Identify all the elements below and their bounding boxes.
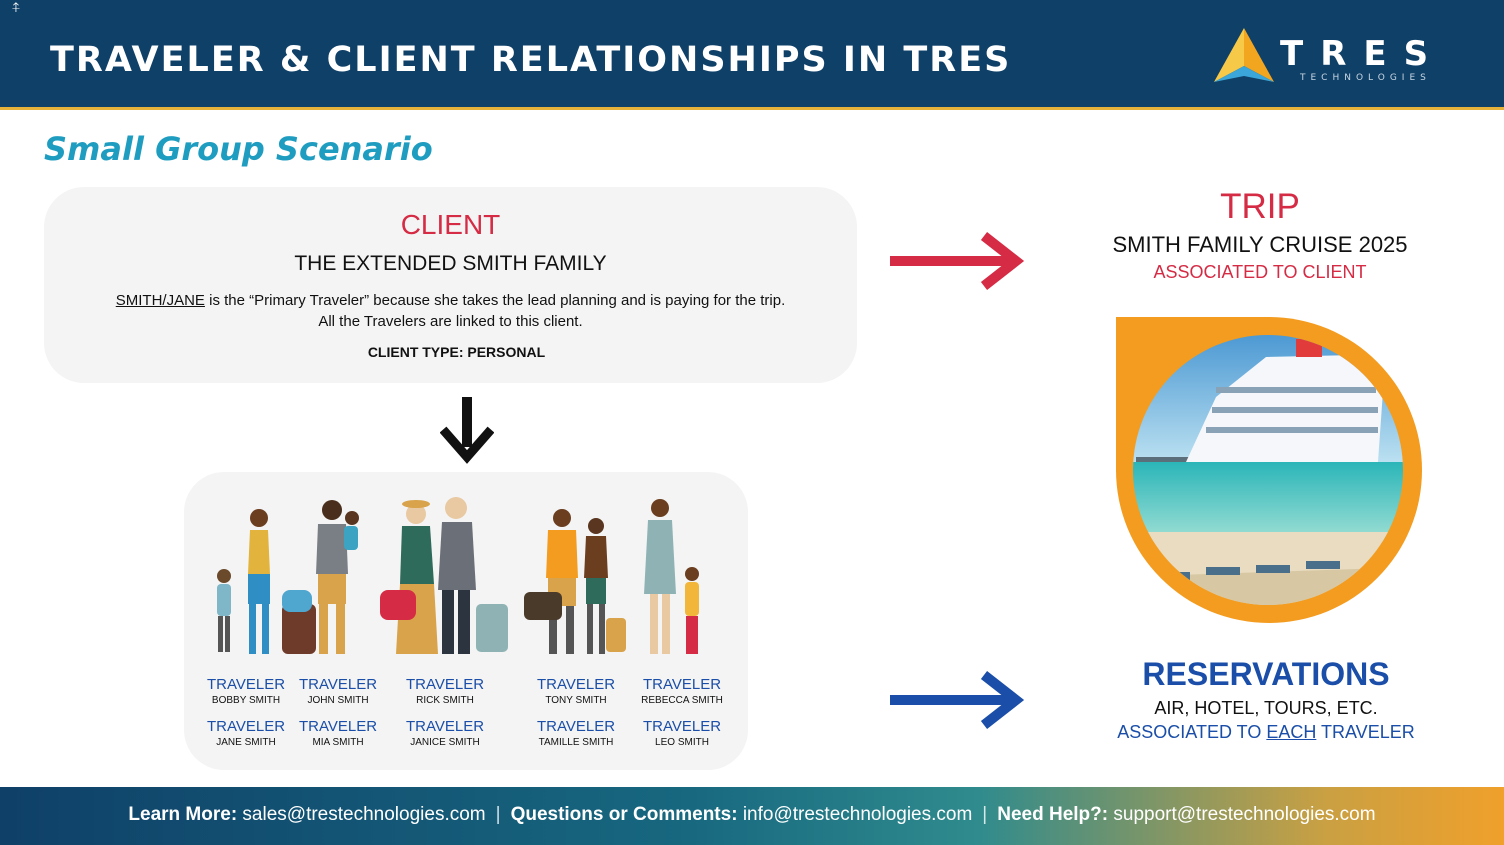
client-card: CLIENT THE EXTENDED SMITH FAMILY SMITH/J… [44, 187, 857, 383]
traveler-card: TRAVELER REBECCA SMITH [627, 676, 737, 706]
traveler-card: TRAVELER MIA SMITH [283, 718, 393, 748]
traveler-name: JOHN SMITH [307, 695, 369, 706]
help-label: Need Help?: [997, 804, 1109, 825]
traveler-name: JANE SMITH [216, 737, 276, 748]
traveler-card: TRAVELER RICK SMITH [390, 676, 500, 706]
client-desc-line2: All the Travelers are linked to this cli… [318, 313, 583, 330]
family-illustration [217, 497, 699, 654]
traveler-name: RICK SMITH [416, 695, 474, 706]
traveler-name: LEO SMITH [655, 737, 709, 748]
footer-separator: | [495, 804, 501, 825]
travelers-card: TRAVELER BOBBY SMITH TRAVELER JOHN SMITH T… [184, 472, 748, 770]
client-desc-line1: is the “Primary Traveler” because she ta… [204, 292, 786, 309]
traveler-label: TRAVELER [536, 676, 616, 693]
traveler-card: TRAVELER JANICE SMITH [390, 718, 500, 748]
client-name: THE EXTENDED SMITH FAMILY [294, 252, 607, 275]
traveler-name: TAMILLE SMITH [538, 737, 614, 748]
traveler-card: TRAVELER JOHN SMITH [283, 676, 393, 706]
traveler-card: TRAVELER JANE SMITH [191, 718, 301, 748]
client-type: CLIENT TYPE: PERSONAL [367, 344, 546, 360]
client-heading: CLIENT [400, 209, 501, 240]
footer-contacts: Learn More: sales@trestechnologies.com | Q… [0, 804, 1504, 826]
traveler-label: TRAVELER [405, 718, 485, 735]
footer-separator: | [982, 804, 988, 825]
client-description: SMITH/JANE is the “Primary Traveler” bec… [44, 290, 857, 332]
logo-subtext: TECHNOLOGIES [1300, 73, 1431, 83]
traveler-name: TONY SMITH [545, 695, 607, 706]
reservations-description: AIR, HOTEL, TOURS, ETC. [1154, 698, 1378, 718]
traveler-name: MIA SMITH [312, 737, 364, 748]
header-bar: ⍏ TRAVELER & CLIENT RELATIONSHIPS IN TRE… [0, 0, 1504, 110]
traveler-label: TRAVELER [206, 718, 286, 735]
corner-mark-icon: ⍏ [12, 0, 21, 15]
traveler-label: TRAVELER [642, 718, 722, 735]
page-title: TRAVELER & CLIENT RELATIONSHIPS IN TRES [50, 40, 1012, 80]
support-email-link[interactable]: support@trestechnologies.com [1108, 804, 1376, 825]
primary-traveler-name: SMITH/JANE [115, 292, 205, 309]
traveler-card: TRAVELER BOBBY SMITH [191, 676, 301, 706]
questions-label: Questions or Comments: [510, 804, 738, 825]
traveler-card: TRAVELER TONY SMITH [521, 676, 631, 706]
learn-more-label: Learn More: [128, 804, 238, 825]
trip-name: SMITH FAMILY CRUISE 2025 [1112, 232, 1408, 257]
traveler-name: JANICE SMITH [410, 737, 480, 748]
traveler-label: TRAVELER [536, 718, 616, 735]
tres-logo: TRES TECHNOLOGIES [1212, 26, 1442, 86]
traveler-name: BOBBY SMITH [211, 695, 281, 706]
traveler-card: TRAVELER LEO SMITH [627, 718, 737, 748]
traveler-card: TRAVELER TAMILLE SMITH [521, 718, 631, 748]
cruise-ship-image [1116, 317, 1422, 623]
traveler-label: TRAVELER [298, 718, 378, 735]
reservations-association: ASSOCIATED TO EACH TRAVELER [1090, 722, 1442, 743]
traveler-label: TRAVELER [405, 676, 485, 693]
traveler-label: TRAVELER [206, 676, 286, 693]
sales-email-link[interactable]: sales@trestechnologies.com [237, 804, 486, 825]
assoc-prefix: ASSOCIATED TO [1117, 722, 1267, 742]
assoc-each: EACH [1266, 722, 1317, 742]
down-arrow-icon [440, 397, 494, 464]
info-email-link[interactable]: info@trestechnologies.com [737, 804, 973, 825]
footer-bar: Learn More: sales@trestechnologies.com | Q… [0, 787, 1504, 845]
logo-text: TRES [1280, 34, 1446, 74]
reservations-heading: RESERVATIONS [1142, 656, 1390, 692]
traveler-label: TRAVELER [298, 676, 378, 693]
scenario-subtitle: Small Group Scenario [44, 130, 433, 168]
right-arrow-blue-icon [890, 671, 1025, 729]
assoc-suffix: TRAVELER [1316, 722, 1415, 742]
trip-heading: TRIP [1220, 187, 1300, 226]
trip-association: ASSOCIATED TO CLIENT [1153, 262, 1367, 282]
right-arrow-red-icon [890, 232, 1025, 290]
tres-logo-icon [1214, 28, 1274, 82]
traveler-label: TRAVELER [642, 676, 722, 693]
traveler-name: REBECCA SMITH [641, 695, 723, 706]
